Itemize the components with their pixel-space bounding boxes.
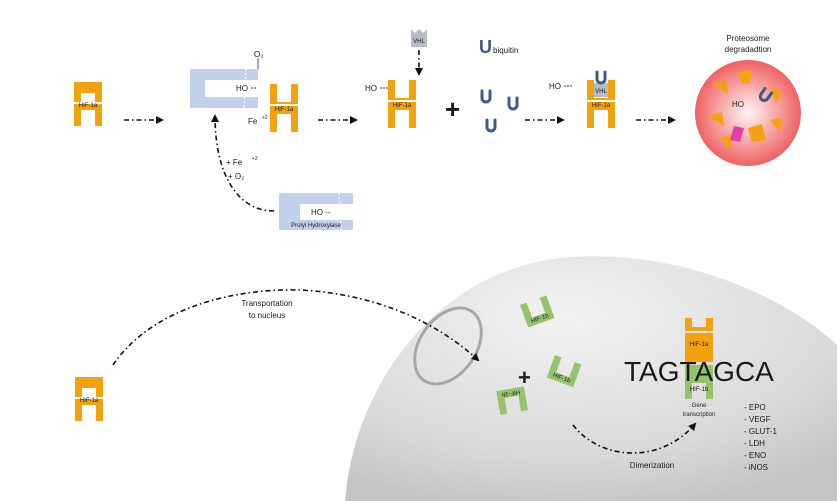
phd-complex: O₂ HO Fe +2 HIF-1a xyxy=(190,50,298,132)
o2-label: O₂ xyxy=(254,50,263,59)
svg-text:HIF-1b: HIF-1b xyxy=(690,387,709,393)
svg-text:VHL: VHL xyxy=(595,89,607,95)
hif1a-hydroxylated: HO HIF-1a xyxy=(365,80,416,128)
svg-text:HIF-1a: HIF-1a xyxy=(79,103,98,109)
svg-text:HIF-1a: HIF-1a xyxy=(393,103,412,109)
nuclear-pore xyxy=(413,306,483,386)
svg-text:HO --: HO -- xyxy=(311,208,331,217)
ubiquitin-label: biquitin xyxy=(493,46,518,55)
svg-text:+2: +2 xyxy=(262,115,268,121)
ubiquitin-group xyxy=(480,89,519,133)
svg-text:HIF-1a: HIF-1a xyxy=(592,103,611,109)
gene-item: - iNOS xyxy=(744,463,768,472)
gene-item: - VEGF xyxy=(744,415,771,424)
phd-enzyme xyxy=(190,69,258,108)
svg-text:+ Fe: + Fe xyxy=(226,158,243,167)
svg-text:HO: HO xyxy=(732,100,744,109)
prolyl-label: Prolyl Hydroxylase xyxy=(291,223,341,229)
svg-text:HO: HO xyxy=(365,84,377,93)
ubiquitin-legend: U biquitin xyxy=(479,37,518,57)
svg-text:HIF-1a: HIF-1a xyxy=(80,398,99,404)
proteosome-label: Proteosome xyxy=(726,34,770,43)
fe-label: Fe xyxy=(248,117,258,126)
vhl-top: VHL xyxy=(411,29,427,76)
svg-text:HIF-1a: HIF-1a xyxy=(275,107,294,113)
gene-item: - ENO xyxy=(744,451,766,460)
plus-top: + xyxy=(445,94,460,124)
transport-arrow xyxy=(112,289,480,366)
gene-list: - EPO - VEGF - GLUT-1 - LDH - ENO - iNOS xyxy=(744,403,777,472)
hif1a-free: HIF-1a xyxy=(74,82,102,126)
gene-item: - EPO xyxy=(744,403,766,412)
hif1a-bottom: HIF-1a xyxy=(75,377,103,421)
svg-text:+ O₂: + O₂ xyxy=(228,172,244,181)
hif-dimer: HIF-1a HIF-1b xyxy=(685,318,713,399)
gene-label: Gene xyxy=(692,403,707,409)
transportation-label: Transportation xyxy=(241,299,292,308)
nucleus xyxy=(345,256,837,501)
hif1b-3: HIF-1b xyxy=(496,386,528,415)
plus-bottom: + xyxy=(518,365,531,390)
gene-item: - LDH xyxy=(744,439,765,448)
ubiquitin-icon: U xyxy=(479,37,492,57)
svg-text:+2: +2 xyxy=(252,156,258,162)
dimerization-label: Dimerization xyxy=(630,461,674,470)
gene-item: - GLUT-1 xyxy=(744,427,777,436)
proteasome: Proteosome degradadtion HO xyxy=(695,34,801,166)
hif1a-vhl-complex: HO HIF-1a VHL xyxy=(549,70,615,128)
transcription-label: transcription xyxy=(683,412,716,418)
svg-text:HIF-1a: HIF-1a xyxy=(690,342,709,348)
dna-sequence: TAGTAGCA xyxy=(624,356,774,387)
degradation-label: degradadtion xyxy=(725,45,772,54)
to-nucleus-label: to nucleus xyxy=(249,311,285,320)
svg-text:HO: HO xyxy=(549,82,561,91)
svg-text:HIF-1b: HIF-1b xyxy=(501,388,521,397)
svg-text:VHL: VHL xyxy=(413,39,425,45)
dimerization-arrow xyxy=(572,422,697,454)
recycle-arrow xyxy=(211,114,275,212)
prolyl-hydroxylase: HO -- Prolyl Hydroxylase xyxy=(279,192,353,231)
ho-label: HO xyxy=(236,84,248,93)
